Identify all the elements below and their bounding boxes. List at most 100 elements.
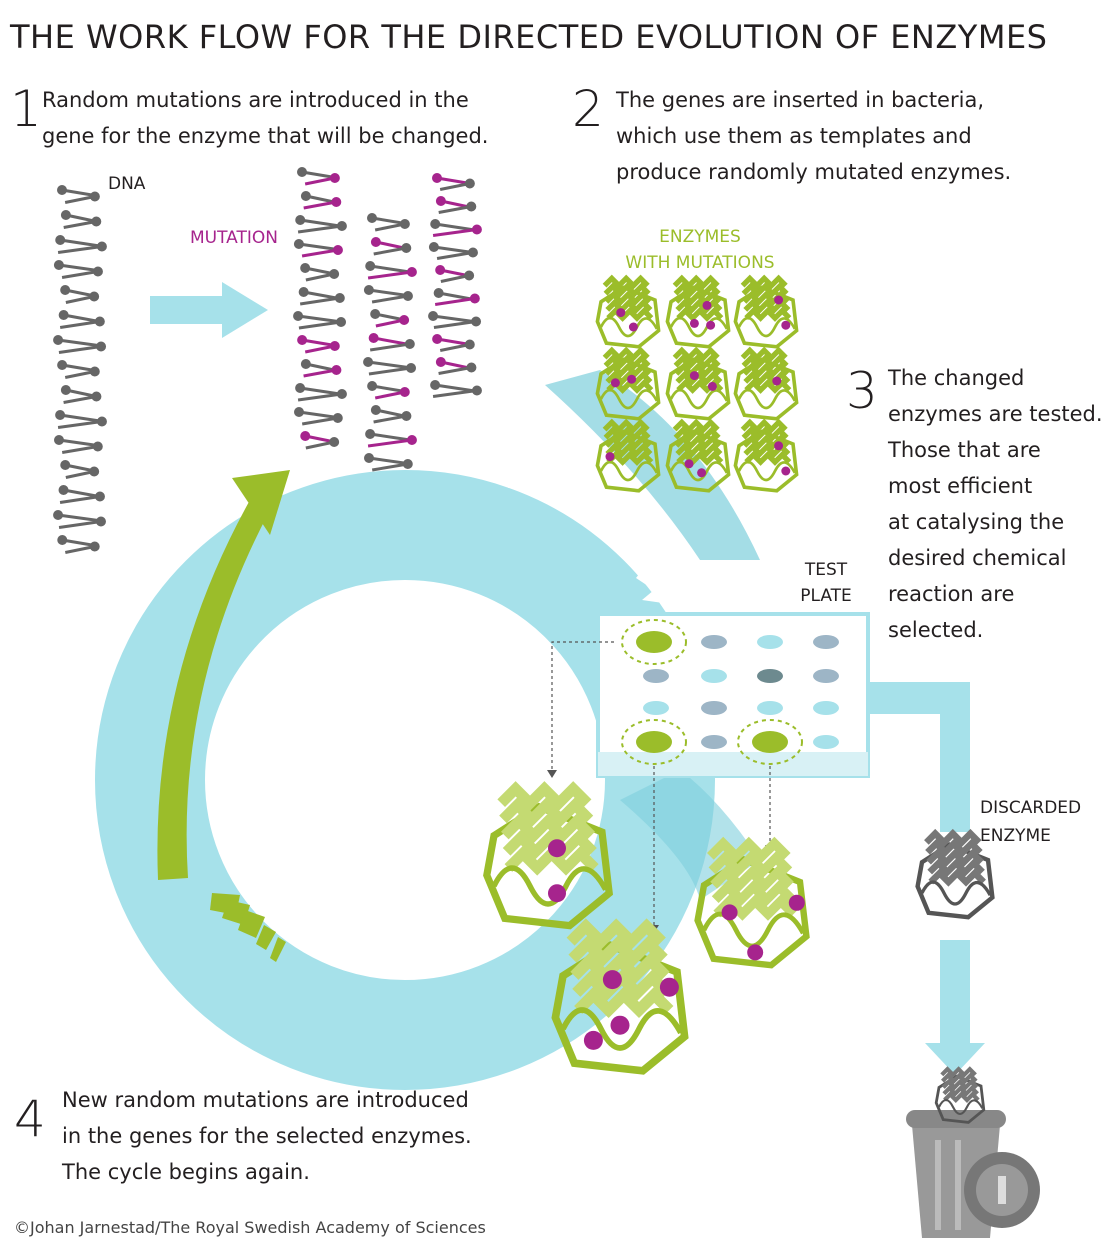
- enzyme-helix: [673, 426, 721, 442]
- step-1-text: Random mutations are introduced in the g…: [42, 82, 488, 154]
- enzyme-helix: [572, 969, 672, 1001]
- dna-base: [402, 459, 413, 469]
- dna-label: DNA: [108, 174, 146, 194]
- dna-rung: [58, 345, 102, 354]
- enzyme-helix: [707, 836, 791, 864]
- dna-rung: [297, 224, 343, 234]
- enzyme-helix: [928, 868, 986, 887]
- mutation-rung: [434, 297, 476, 306]
- dna-rung: [63, 313, 97, 323]
- mutation-rung: [304, 344, 336, 354]
- enzymes-with-mutations-label: ENZYMES WITH MUTATIONS: [600, 224, 800, 276]
- enzyme-loop: [737, 388, 796, 410]
- dna-base: [331, 365, 342, 375]
- enzymes-label-line: ENZYMES: [659, 227, 741, 247]
- dna-rung: [59, 320, 101, 329]
- enzyme-helix: [604, 434, 652, 450]
- mutation-dot: [689, 318, 699, 328]
- enzyme-helix: [566, 918, 666, 950]
- step-3-number: 3: [846, 362, 878, 420]
- enzyme-helix: [943, 1091, 980, 1103]
- enzyme-helix: [672, 418, 720, 434]
- enzyme-helix: [711, 880, 796, 907]
- step-3-line: at catalysing the: [888, 510, 1065, 534]
- credit-line: ©Johan Jarnestad/The Royal Swedish Acade…: [14, 1218, 486, 1237]
- mutation-dot: [747, 944, 764, 961]
- step-1-number: 1: [10, 80, 42, 138]
- dna-base: [464, 339, 475, 350]
- dna-base: [95, 516, 106, 527]
- mutation-dot: [706, 320, 716, 330]
- mutation-dot: [774, 295, 784, 305]
- dna-rung: [439, 343, 471, 352]
- mutation-dot: [684, 459, 694, 469]
- dna-rung: [297, 392, 343, 402]
- dna-base: [60, 285, 71, 295]
- dna-rung: [57, 338, 103, 348]
- dna-base: [334, 293, 345, 303]
- mutation-rung: [373, 336, 407, 346]
- mutation-dot: [605, 452, 615, 462]
- enzyme-helix: [605, 442, 653, 458]
- dna-rung: [299, 296, 341, 306]
- step-3-line: Those that are: [888, 438, 1041, 462]
- dna-rung: [63, 220, 97, 229]
- mutation-rung: [304, 176, 336, 186]
- dna-rung: [63, 488, 97, 498]
- dna-base: [401, 243, 412, 253]
- enzyme-helix: [504, 845, 599, 876]
- dna-base: [370, 309, 381, 319]
- dna-base: [55, 235, 66, 245]
- dna-base: [365, 261, 376, 271]
- dna-strand: [53, 185, 107, 554]
- mutation-rung: [374, 390, 406, 400]
- dna-rung: [64, 195, 96, 204]
- enzymes-with-mutations-grid: [595, 274, 799, 493]
- test-plate-label: TEST PLATE: [786, 557, 866, 609]
- enzyme-helix: [940, 1066, 977, 1078]
- dna-rung: [439, 182, 471, 191]
- mutated-enzyme: [595, 346, 661, 421]
- dna-rung: [299, 386, 341, 396]
- dna-base: [430, 380, 441, 390]
- enzyme-helix: [676, 450, 724, 466]
- selected-enzyme: [551, 918, 689, 1075]
- enzyme-helix: [604, 362, 652, 378]
- discard-channel: [868, 682, 985, 1075]
- mutation-rung: [367, 438, 413, 448]
- step-3-line: reaction are: [888, 582, 1015, 606]
- mutation-rung: [303, 368, 337, 378]
- enzyme-helix: [742, 290, 790, 306]
- dna-base: [94, 316, 105, 327]
- dna-base: [293, 407, 304, 417]
- mutated-enzyme: [595, 418, 661, 493]
- dna-base: [332, 245, 343, 255]
- dna-base: [293, 239, 304, 249]
- dna-rung: [438, 291, 472, 301]
- dna-base: [300, 263, 311, 273]
- enzyme-helix: [499, 797, 594, 828]
- step-3-line: selected.: [888, 618, 984, 642]
- dna-rung: [370, 264, 410, 274]
- mutation-dot: [781, 320, 791, 330]
- arrow-to-mutated-dna: [150, 282, 268, 338]
- enzyme-helix: [743, 370, 791, 386]
- enzyme-helix: [742, 362, 790, 378]
- enzyme-loop: [599, 316, 658, 338]
- dna-strand: [293, 167, 347, 450]
- dna-base: [332, 413, 343, 423]
- dna-base: [91, 391, 102, 402]
- selected-enzyme: [483, 781, 614, 930]
- enzyme-helix: [604, 290, 652, 306]
- dna-base: [406, 435, 417, 445]
- enzyme-helix: [740, 346, 788, 362]
- dna-base: [432, 334, 443, 344]
- step-3-line: enzymes are tested.: [888, 402, 1103, 426]
- dna-base: [300, 431, 311, 441]
- dna-rung: [303, 290, 337, 300]
- mutation-dot: [702, 300, 712, 310]
- dna-rung: [434, 383, 476, 393]
- dna-rung: [368, 366, 412, 376]
- dna-base: [402, 291, 413, 301]
- enzyme-helix: [674, 362, 722, 378]
